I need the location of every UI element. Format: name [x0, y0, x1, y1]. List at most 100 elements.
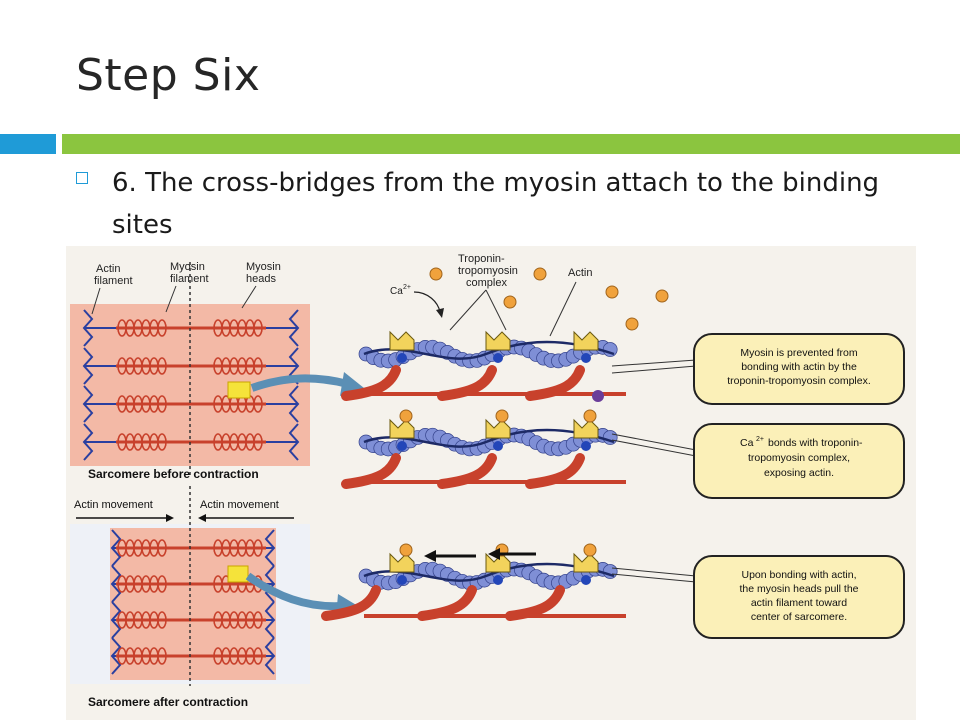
label-sarcomere-before: Sarcomere before contraction: [88, 467, 259, 481]
bullet-text: 6. The cross-bridges from the myosin att…: [112, 168, 880, 240]
myosin-head-mark: [253, 357, 263, 375]
muscle-contraction-figure: Actin filament Myosin filament Myosin he…: [66, 246, 916, 720]
label-myosin-filament-2: filament: [170, 273, 209, 285]
callout3-line2: the myosin heads pull the: [739, 583, 858, 595]
myosin-head-mark: [253, 539, 263, 557]
callout-leader-3: [611, 567, 697, 577]
pull-arrowhead-1: [424, 550, 436, 562]
leader-actin: [91, 287, 101, 315]
myosin-head-mark: [157, 433, 167, 451]
label-troponin-3: complex: [466, 277, 507, 289]
label-actin-movement-left: Actin movement: [74, 499, 153, 511]
calcium-ion: [625, 317, 639, 331]
binding-site: [493, 575, 503, 585]
troponin-complex: [485, 330, 511, 351]
callout-leader-1: [611, 359, 697, 367]
leader-troponin-a: [449, 289, 487, 331]
leader-actin-strand: [549, 281, 577, 337]
label-ca: Ca: [390, 286, 403, 297]
leader-myosin: [165, 285, 177, 313]
actin-bead: [602, 342, 618, 357]
myosin-head-mark: [253, 395, 263, 413]
slide-title: Step Six: [76, 50, 261, 101]
myosin-cross-bridge: [341, 453, 401, 489]
label-actin-movement-right: Actin movement: [200, 499, 279, 511]
binding-site: [581, 353, 591, 363]
actin-bead: [602, 564, 618, 579]
binding-site: [397, 575, 407, 585]
calcium-ion-bound: [399, 409, 413, 423]
binding-site: [397, 441, 407, 451]
binding-site: [581, 441, 591, 451]
actin-bead: [602, 430, 618, 445]
calcium-ion-bound: [495, 409, 509, 423]
ca-arrowhead: [436, 308, 444, 318]
calcium-ion-bound: [583, 543, 597, 557]
binding-site: [493, 441, 503, 451]
calcium-ion: [533, 267, 547, 281]
troponin-complex: [389, 330, 415, 351]
callout1-line3: troponin-tropomyosin complex.: [727, 375, 871, 387]
zoom-highlight-2: [227, 565, 249, 583]
accent-bar-green: [62, 134, 960, 154]
label-myosin-filament-1: Myosin: [170, 261, 205, 273]
label-troponin-1: Troponin-: [458, 253, 505, 265]
calcium-ion: [429, 267, 443, 281]
callout-box-2: [693, 423, 905, 499]
myosin-cross-bridge: [321, 585, 381, 621]
label-actin-filament-2: filament: [94, 275, 133, 287]
callout2-line1: bonds with troponin-: [768, 437, 863, 449]
zoom-arrow-1: [250, 374, 349, 392]
callout3-line1: Upon bonding with actin,: [742, 569, 857, 581]
zoom-arrow-2: [245, 572, 343, 611]
calcium-ion-free: [592, 390, 604, 402]
zoomed-filament-rows: [321, 267, 669, 621]
calcium-ion: [655, 289, 669, 303]
callout-box-3: [693, 555, 905, 639]
troponin-complex: [573, 330, 599, 351]
myosin-head-mark: [253, 647, 263, 665]
myosin-head-mark: [253, 319, 263, 337]
binding-site: [493, 353, 503, 363]
myosin-filaments-before: [116, 319, 266, 451]
myosin-head-mark: [157, 395, 167, 413]
calcium-ion-bound: [399, 543, 413, 557]
leader-heads: [241, 285, 257, 309]
arrowhead-left: [198, 514, 206, 522]
myosin-head-mark: [253, 433, 263, 451]
calcium-ion: [605, 285, 619, 299]
label-actin-filament-1: Actin: [96, 263, 120, 275]
pull-arrowhead-2: [488, 548, 500, 560]
calcium-ion: [503, 295, 517, 309]
callout3-line4: center of sarcomere.: [751, 611, 847, 623]
label-ca-sup: 2+: [403, 284, 411, 291]
callout2-line2: tropomyosin complex,: [748, 452, 850, 464]
callout1-line2: bonding with actin by the: [741, 361, 857, 373]
bullet-square-icon: [76, 172, 88, 184]
label-myosin-heads-2: heads: [246, 273, 276, 285]
label-troponin-2: tropomyosin: [458, 265, 518, 277]
arrowhead-right: [166, 514, 174, 522]
accent-bar-blue: [0, 134, 56, 154]
callout1-line1: Myosin is prevented from: [740, 347, 858, 359]
myosin-cross-bridge: [341, 365, 401, 401]
callout-leader-2: [611, 433, 697, 451]
calcium-ion-bound: [583, 409, 597, 423]
myosin-head-mark: [157, 539, 167, 557]
myosin-head-mark: [157, 357, 167, 375]
callout3-line3: actin filament toward: [751, 597, 847, 609]
callout2-ca-sup: 2+: [756, 436, 764, 443]
label-myosin-heads-1: Myosin: [246, 261, 281, 273]
myosin-head-mark: [253, 611, 263, 629]
leader-troponin-b: [485, 289, 507, 331]
myosin-head-mark: [157, 647, 167, 665]
myosin-head-mark: [157, 611, 167, 629]
label-actin: Actin: [568, 267, 592, 279]
myosin-filaments-after: [116, 539, 266, 665]
binding-site: [397, 353, 407, 363]
binding-site: [581, 575, 591, 585]
myosin-head-mark: [157, 575, 167, 593]
zoom-highlight-1: [227, 381, 251, 399]
contraction-diagram: Actin filament Myosin filament Myosin he…: [66, 246, 916, 720]
callout-box-1: [693, 333, 905, 405]
